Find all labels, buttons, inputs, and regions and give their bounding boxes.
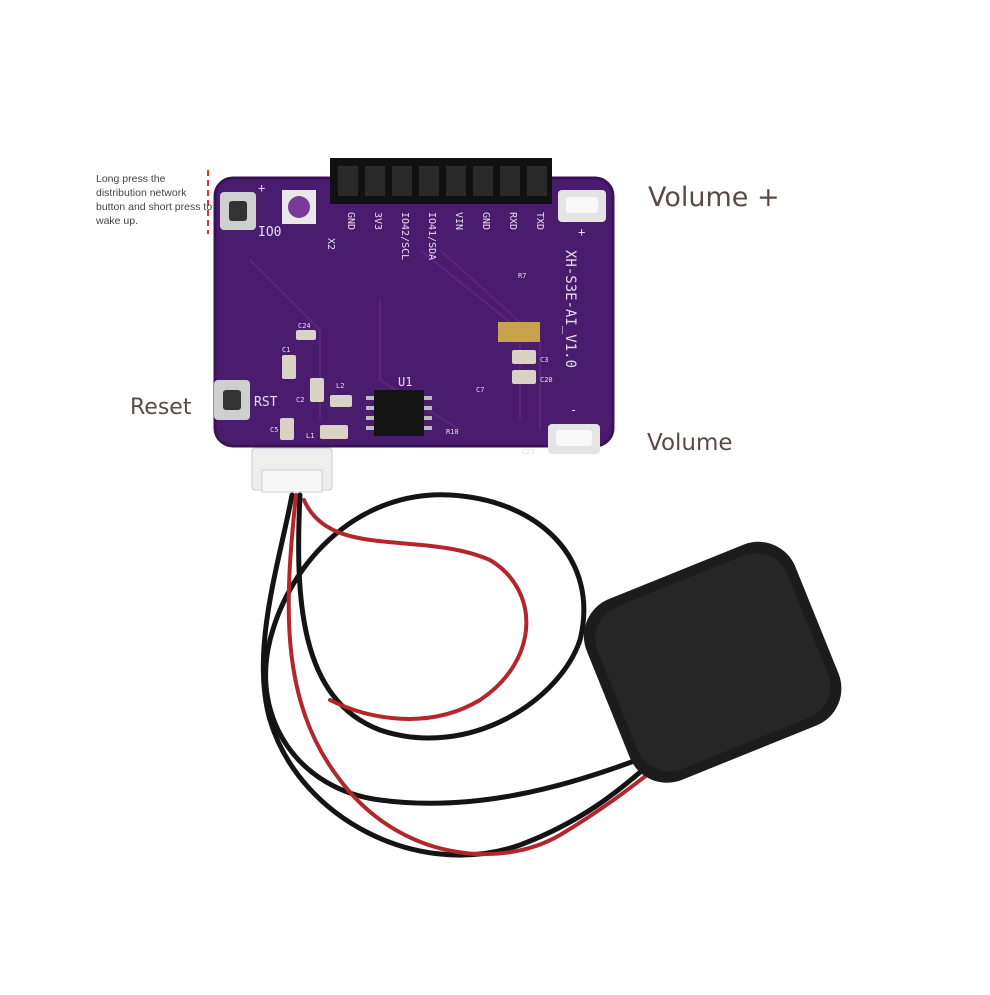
volume-button [548, 424, 600, 454]
plus-label: + [258, 181, 265, 195]
pin-label: TXD [534, 212, 545, 230]
part-label: C3 [540, 356, 548, 364]
part-label: R10 [446, 428, 459, 436]
reset-callout: Reset [130, 395, 192, 420]
pin-label: VIN [453, 212, 464, 230]
part-label: C1 [282, 346, 290, 354]
tantalum-capacitor [498, 322, 540, 342]
wake-instruction: Long press the distribution network butt… [96, 173, 213, 227]
part-label: C23 [522, 448, 535, 456]
speaker-cable [260, 492, 662, 858]
pin-label: IO42/SCL [399, 212, 410, 260]
pin-label: GND [345, 212, 356, 230]
part-label: C2 [296, 396, 304, 404]
part-label: R7 [518, 272, 526, 280]
part-label: C20 [540, 376, 553, 384]
board-name: XH-S3E-AI_V1.0 [562, 250, 578, 368]
vol-plus-mark: + [578, 225, 585, 239]
io0-button [220, 192, 256, 230]
part-label: C7 [476, 386, 484, 394]
speaker [583, 541, 842, 783]
pcb-board: GND 3V3 IO42/SCL IO41/SDA VIN GND RXD TX… [213, 158, 615, 456]
pin-label: 3V3 [372, 212, 383, 230]
rst-button [214, 380, 250, 420]
ic-chip [374, 390, 424, 436]
u1-label: U1 [398, 375, 412, 389]
volume-plus-button [558, 190, 606, 222]
red-marker [207, 170, 209, 234]
part-label: C24 [298, 322, 311, 330]
rst-label: RST [254, 395, 278, 410]
part-label: L2 [336, 382, 344, 390]
part-label: X2 [325, 238, 336, 250]
pin-header [330, 158, 552, 204]
pin-label: RXD [507, 212, 518, 230]
pin-label: GND [480, 212, 491, 230]
part-label: L1 [306, 432, 314, 440]
io0-label: IO0 [258, 225, 281, 240]
part-label: C5 [270, 426, 278, 434]
pin-label: IO41/SDA [426, 212, 437, 260]
jst-connector [251, 447, 333, 493]
volume-callout: Volume [647, 430, 733, 456]
vol-minus-mark: - [570, 403, 577, 417]
volume-plus-callout: Volume + [648, 182, 780, 213]
